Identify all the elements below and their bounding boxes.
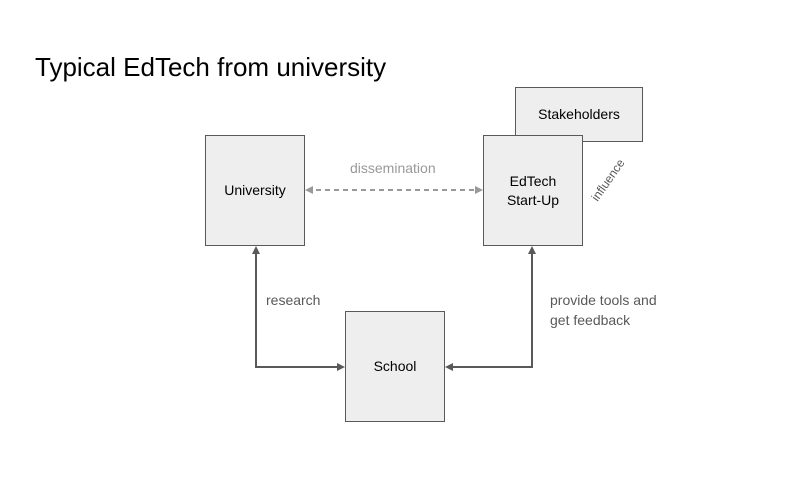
provide-tools-connector: [445, 246, 536, 371]
stakeholders-node[interactable]: Stakeholders: [515, 87, 643, 142]
dissemination-label: dissemination: [350, 160, 436, 176]
provide-tools-label: provide tools and get feedback: [550, 292, 657, 328]
research-connector: [252, 246, 345, 371]
school-node[interactable]: School: [345, 311, 445, 422]
research-label: research: [266, 292, 321, 308]
slide-title: Typical EdTech from university: [35, 52, 387, 82]
edtech-startup-node[interactable]: EdTech Start-Up: [483, 135, 583, 246]
university-node[interactable]: University: [205, 135, 305, 246]
